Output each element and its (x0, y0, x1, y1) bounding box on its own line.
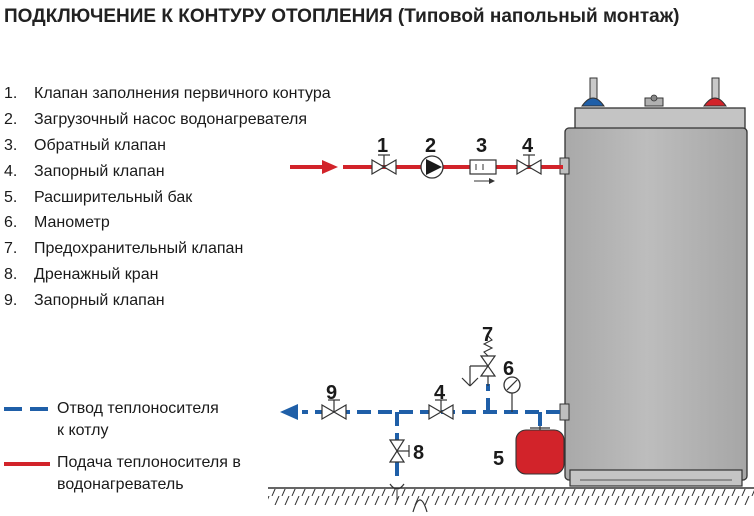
return-line-swatch (4, 407, 50, 411)
component-legend: 1. Клапан заполнения первичного контура 2… (4, 81, 331, 314)
label-4b: 4 (434, 382, 446, 404)
pressure-gauge-6-icon (503, 376, 521, 412)
label-3: 3 (476, 135, 487, 157)
legend-number: 8. (4, 266, 18, 284)
legend-number: 7. (4, 240, 18, 258)
legend-number: 9. (4, 292, 18, 310)
water-heater-tank (559, 77, 748, 487)
legend-text: Запорный клапан (34, 292, 165, 310)
legend-item: 1. Клапан заполнения первичного контура (4, 81, 331, 107)
label-6: 6 (503, 358, 514, 380)
legend-text: Дренажный кран (34, 266, 159, 284)
legend-number: 5. (4, 188, 18, 206)
legend-item: 2. Загрузочный насос водонагревателя (4, 107, 331, 133)
legend-text: Обратный клапан (34, 136, 166, 154)
legend-item: 8. Дренажный кран (4, 262, 331, 288)
label-1: 1 (377, 135, 388, 157)
floor (268, 487, 754, 505)
check-valve-3-icon (469, 159, 497, 184)
shutoff-valve-9-icon (321, 399, 347, 421)
safety-valve-7-icon (461, 335, 497, 387)
page-title: ПОДКЛЮЧЕНИЕ К КОНТУРУ ОТОПЛЕНИЯ (Типовой… (4, 6, 680, 27)
return-line-label-2: к котлу (57, 422, 109, 439)
legend-text: Расширительный бак (34, 188, 193, 206)
drain-valve-8-icon (388, 439, 410, 500)
legend-number: 1. (4, 85, 18, 102)
legend-text: Клапан заполнения первичного контура (34, 85, 331, 102)
legend-item: 7. Предохранительный клапан (4, 236, 331, 262)
legend-text: Предохранительный клапан (34, 240, 244, 258)
label-4: 4 (522, 135, 534, 157)
legend-number: 2. (4, 110, 18, 128)
supply-line-swatch (4, 462, 50, 466)
supply-line-label: Подача теплоносителя в (57, 454, 241, 471)
return-arrow-icon (280, 404, 298, 420)
legend-item: 6. Манометр (4, 210, 331, 236)
label-9: 9 (326, 382, 337, 404)
legend-text: Манометр (34, 214, 110, 232)
legend-item: 3. Обратный клапан (4, 133, 331, 159)
supply-line-label-2: водонагреватель (57, 476, 184, 493)
legend-item: 5. Расширительный бак (4, 185, 331, 211)
legend-number: 4. (4, 162, 18, 180)
expansion-tank-5-icon (515, 426, 565, 475)
legend-item: 9. Запорный клапан (4, 288, 331, 314)
fill-valve-1-icon (371, 154, 397, 176)
shutoff-valve-4-icon (516, 154, 542, 176)
legend-text: Загрузочный насос водонагревателя (34, 110, 307, 128)
legend-number: 6. (4, 214, 18, 232)
legend-number: 3. (4, 136, 18, 154)
label-8: 8 (413, 442, 424, 464)
shutoff-valve-4b-icon (428, 399, 454, 421)
return-line-label: Отвод теплоносителя (57, 400, 219, 417)
label-5: 5 (493, 448, 504, 470)
pump-2-icon (420, 155, 444, 179)
label-7: 7 (482, 324, 493, 346)
label-2: 2 (425, 135, 436, 157)
legend-item: 4. Запорный клапан (4, 159, 331, 185)
drain-funnel-icon (412, 499, 428, 513)
legend-text: Запорный клапан (34, 162, 165, 180)
